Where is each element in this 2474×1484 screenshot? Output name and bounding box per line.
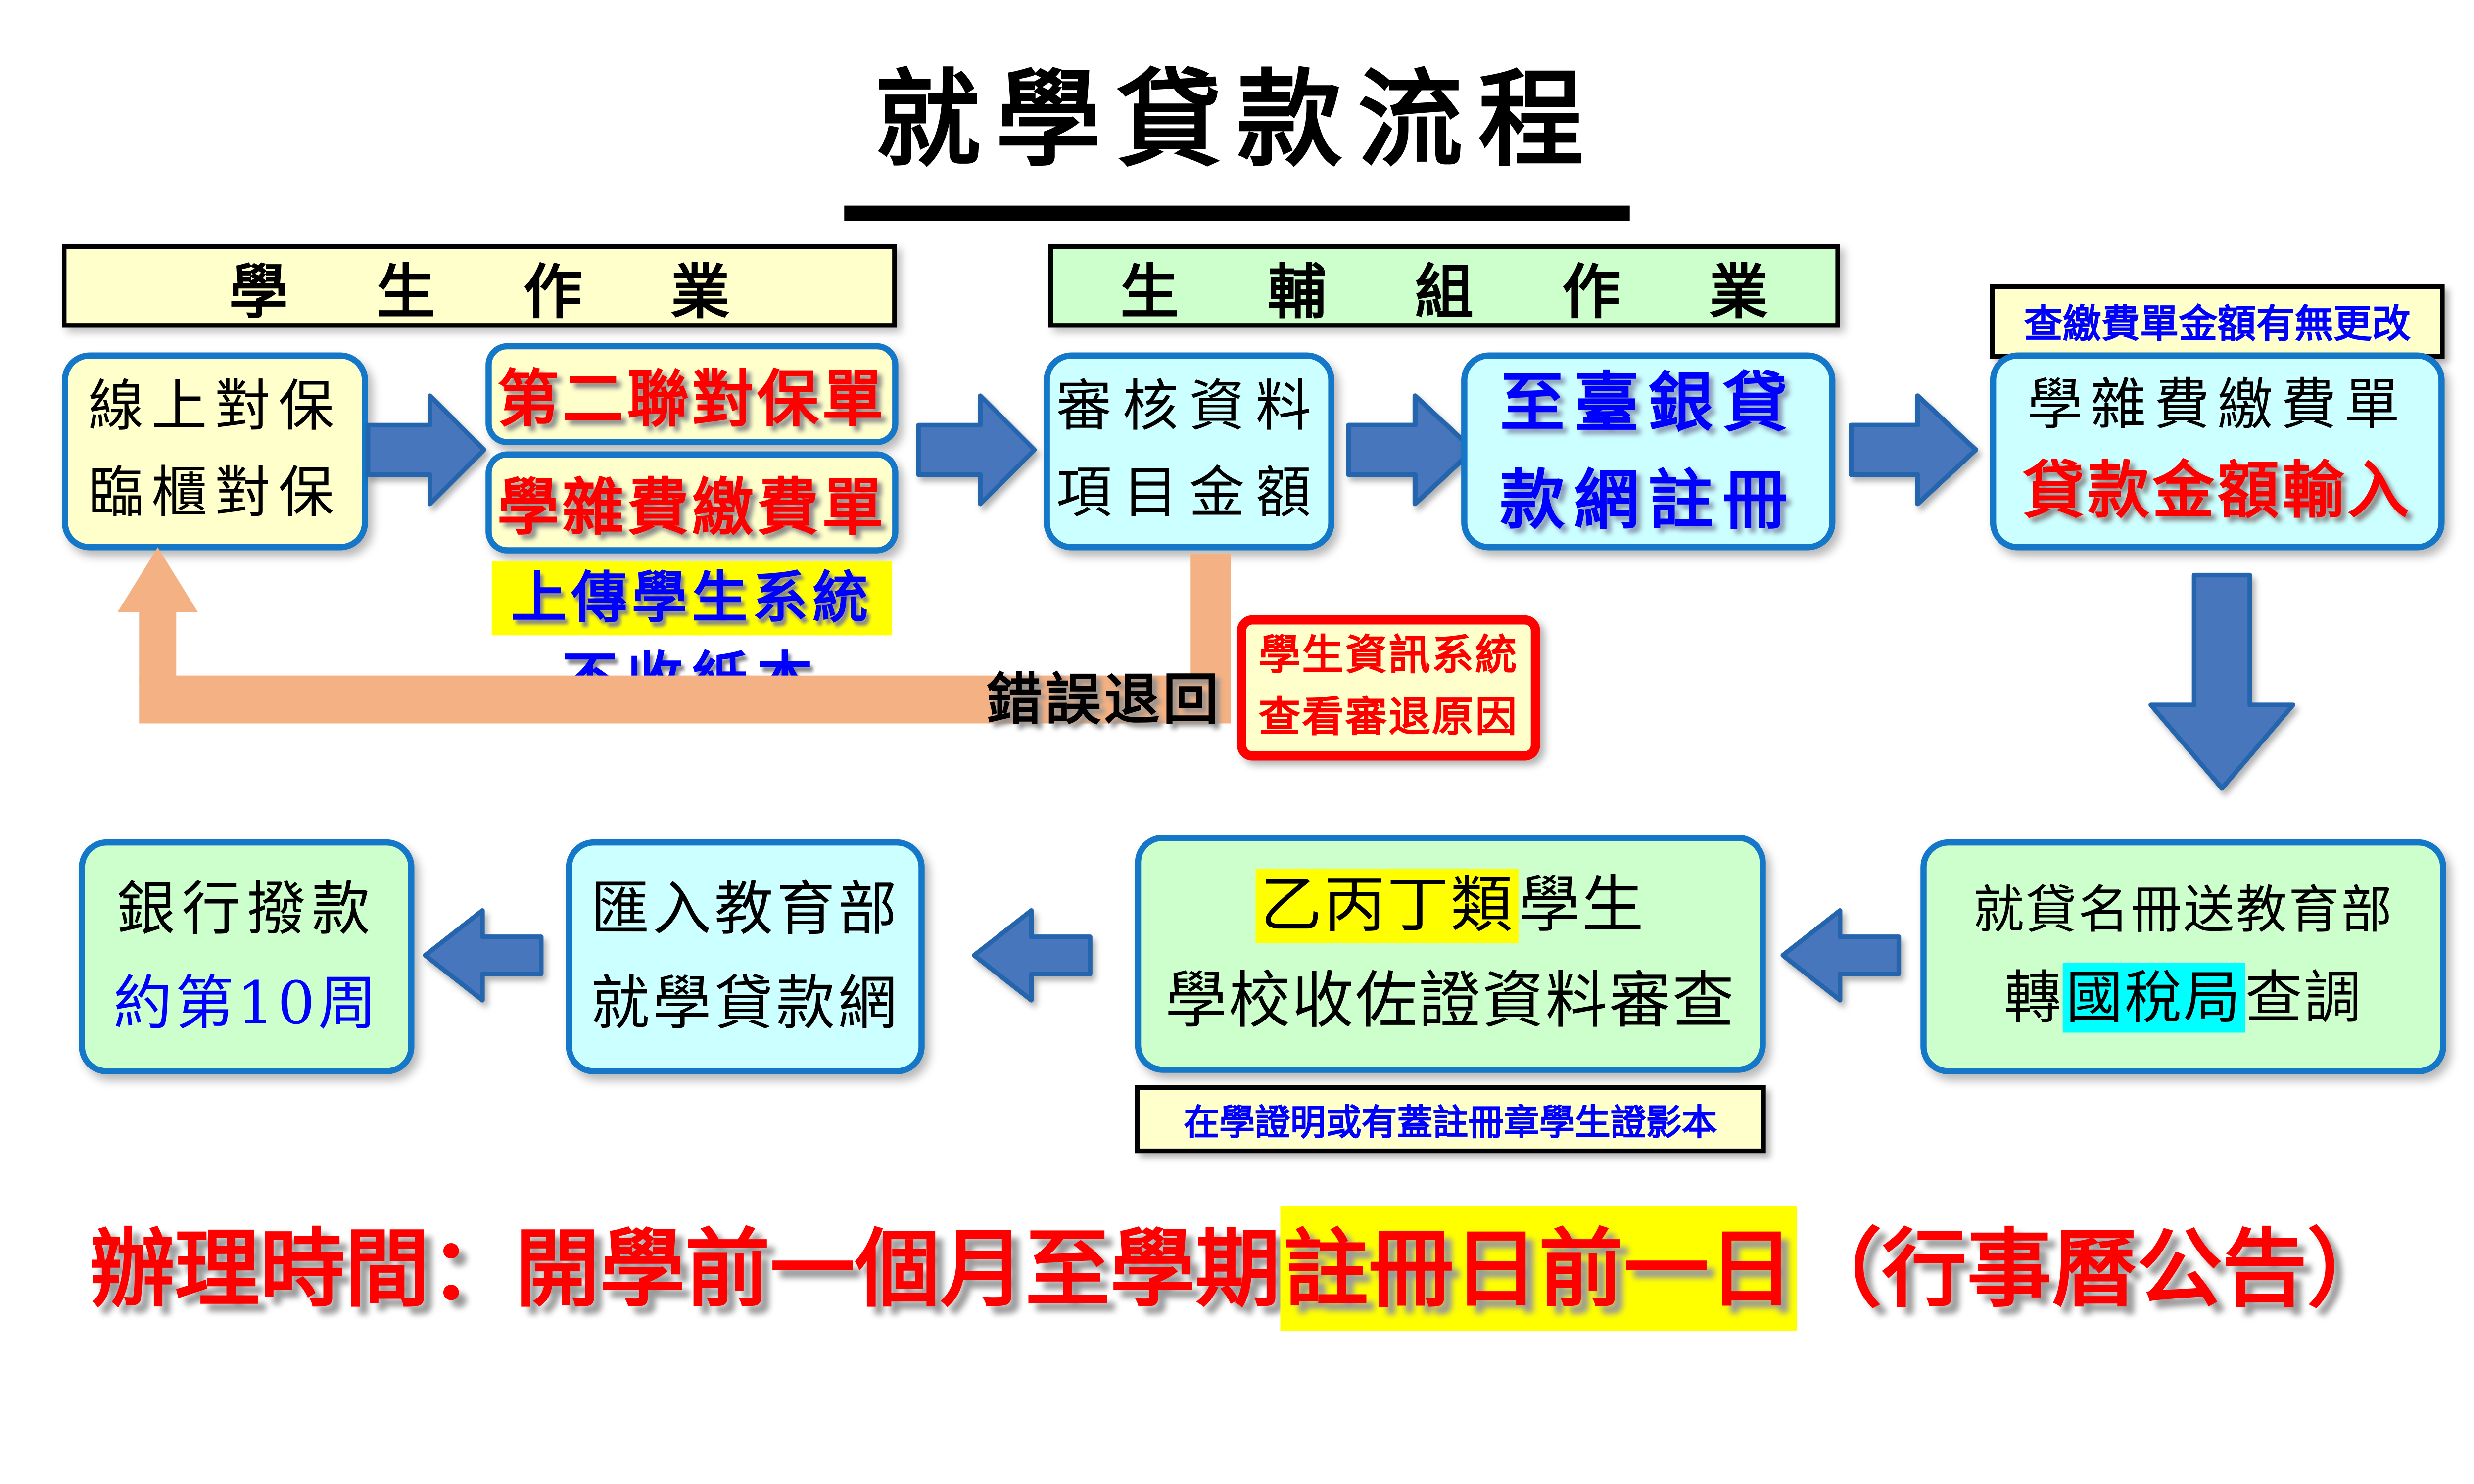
roster-line2-post: 查調 [2245,964,2363,1031]
box-check-reject-reason-line2: 查看審退原因 [1258,694,1519,742]
label-enrollment-proof: 在學證明或有蓋註冊章學生證影本 [1135,1085,1766,1154]
page-title: 就學貸款流程 [0,34,2474,221]
box-review-data-line2: 項目金額 [1056,462,1322,526]
roster-line2-highlight: 國稅局 [2062,963,2245,1032]
header-student-operations: 學 生 作 業 [62,244,897,328]
box-bill-loan-input-line1: 學雜費繳費單 [2027,373,2408,438]
arrow-right-3-icon [1346,393,1476,507]
note-upload-student-system: 上傳學生系統 [470,554,914,636]
box-roster-to-moe-line1: 就貸名冊送教育部 [1973,880,2394,940]
box-review-data-line1: 審核資料 [1056,376,1322,440]
box-tuition-bill-text: 學雜費繳費單 [497,471,887,544]
category-line1-highlight: 乙丙丁類 [1255,869,1519,943]
arrow-left-1-icon [423,908,544,1003]
arrow-left-2-icon [972,908,1093,1003]
category-line1-post: 學生 [1518,870,1645,942]
arrow-right-2-icon [916,393,1037,507]
footer-schedule-post: （行事曆公告） [1797,1218,2392,1319]
box-category-review-line1: 乙丙丁類學生 [1255,858,1646,954]
arrow-left-3-icon [1780,908,1902,1003]
box-second-copy-guarantee: 第二聯對保單 [485,343,899,445]
box-review-data: 審核資料 項目金額 [1044,352,1334,551]
box-bill-loan-input-line2: 貸款金額輸入 [2022,455,2412,527]
arrow-down-icon [2148,572,2296,791]
return-arrow-head-icon [117,547,198,612]
box-online-guarantee-line1: 線上對保 [88,376,342,440]
box-bank-disbursement: 銀行撥款 約第10周 [79,839,415,1074]
box-register-bank-site: 至臺銀貸 款網註冊 [1461,352,1836,551]
box-online-guarantee-line2: 臨櫃對保 [88,462,342,526]
return-arrow-horizontal [139,675,1231,724]
box-check-reject-reason: 學生資訊系統 查看審退原因 [1237,615,1540,761]
label-check-bill-amount: 查繳費單金額有無更改 [1990,284,2445,359]
box-bill-loan-input: 學雜費繳費單 貸款金額輸入 [1990,352,2445,551]
box-second-copy-guarantee-text: 第二聯對保單 [497,363,887,436]
arrow-right-1-icon [366,393,486,507]
box-category-review: 乙丙丁類學生 學校收佐證資料審查 [1135,835,1766,1073]
box-import-moe-loan-site-line1: 匯入教育部 [590,875,900,943]
box-check-reject-reason-line1: 學生資訊系統 [1258,631,1519,680]
box-import-moe-loan-site-line2: 就學貸款網 [590,969,900,1037]
roster-line2-pre: 轉 [2004,964,2063,1031]
box-category-review-line2: 學校收佐證資料審查 [1165,966,1736,1037]
label-error-return: 錯誤退回 [986,668,1222,733]
box-roster-to-moe: 就貸名冊送教育部 轉國稅局查調 [1920,839,2446,1074]
box-roster-to-moe-line2: 轉國稅局查調 [2004,952,2363,1043]
return-arrow-vertical-left [139,609,177,684]
box-tuition-bill: 學雜費繳費單 [485,451,899,554]
box-online-guarantee: 線上對保 臨櫃對保 [62,352,368,551]
footer-schedule-highlight: 註冊日前一日 [1280,1206,1797,1331]
student-loan-flowchart: 就學貸款流程 學 生 作 業 生 輔 組 作 業 查繳費單金額有無更改 線上對保… [0,34,2474,1331]
header-counselor-operations: 生 輔 組 作 業 [1048,244,1840,328]
arrow-right-4-icon [1849,393,1979,507]
note-upload-student-system-text: 上傳學生系統 [492,561,892,636]
page-title-text: 就學貸款流程 [844,34,1630,221]
footer-schedule: 辦理時間：開學前一個月至學期註冊日前一日（行事曆公告） [90,1200,2440,1331]
box-bank-disbursement-line2: 約第10周 [113,969,380,1037]
box-register-bank-site-line2: 款網註冊 [1500,462,1797,538]
footer-schedule-pre: 辦理時間：開學前一個月至學期 [90,1218,1281,1319]
box-import-moe-loan-site: 匯入教育部 就學貸款網 [566,839,925,1074]
box-register-bank-site-line1: 至臺銀貸 [1500,365,1797,441]
box-bank-disbursement-line1: 銀行撥款 [116,875,377,943]
